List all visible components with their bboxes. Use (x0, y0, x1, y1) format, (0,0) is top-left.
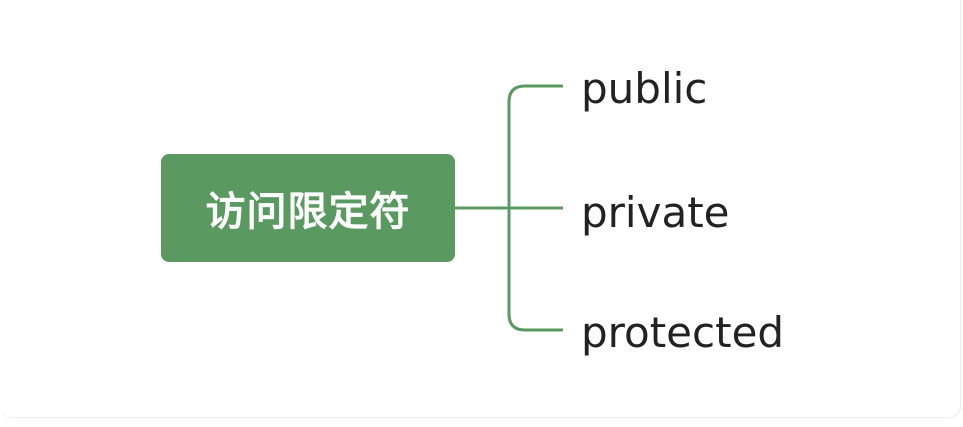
child-node-public[interactable]: public (581, 68, 707, 110)
connector-branch-public (507, 84, 563, 208)
child-node-private[interactable]: private (581, 192, 730, 234)
child-node-label: public (581, 64, 708, 113)
child-node-label: private (581, 188, 730, 237)
child-node-protected[interactable]: protected (581, 312, 784, 354)
child-node-label: protected (581, 308, 785, 357)
root-node-label: 访问限定符 (205, 189, 411, 235)
root-node[interactable]: 访问限定符 (161, 154, 455, 262)
connector-branch-protected (507, 208, 563, 332)
